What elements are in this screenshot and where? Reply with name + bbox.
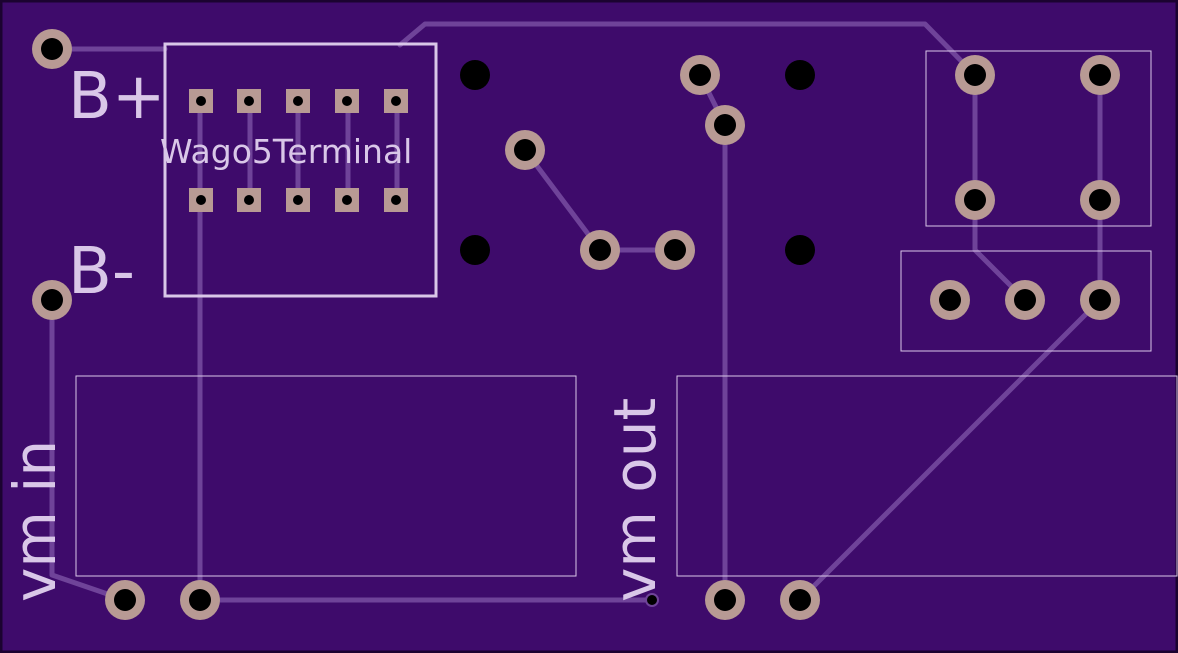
trace (397, 21, 978, 78)
pad (655, 230, 695, 270)
pad (955, 55, 995, 95)
hole (785, 235, 815, 265)
pad (505, 130, 545, 170)
silkscreen-outlines (75, 42, 1178, 577)
wago-connector-outline (163, 42, 438, 298)
pad (705, 105, 745, 145)
pad-b-plus (32, 29, 72, 69)
vm-out-label: vm out (601, 398, 669, 602)
pad (1080, 280, 1120, 320)
pad-b-minus (32, 280, 72, 320)
connector-label: Wago5Terminal (160, 132, 412, 171)
pad (780, 580, 820, 620)
mounting-holes (460, 60, 815, 607)
pad (705, 580, 745, 620)
vm-out-component-outline (676, 375, 1178, 577)
round-pads (32, 29, 1120, 620)
hole (460, 60, 490, 90)
pad (580, 230, 620, 270)
wago-terminal-pads (189, 89, 408, 212)
pad (955, 180, 995, 220)
switch-outline (925, 50, 1152, 227)
trace (972, 72, 1028, 303)
trace (797, 297, 1103, 603)
hole (785, 60, 815, 90)
pad (1005, 280, 1045, 320)
vm-in-label: vm in (1, 440, 69, 602)
via (645, 593, 659, 607)
b-plus-label: B+ (68, 60, 166, 134)
header-outline (900, 250, 1152, 352)
pad (180, 580, 220, 620)
pad (1080, 55, 1120, 95)
pad (680, 55, 720, 95)
hole (460, 235, 490, 265)
pad (930, 280, 970, 320)
trace (49, 297, 128, 603)
pad (1080, 180, 1120, 220)
vm-in-component-outline (75, 375, 577, 577)
pad (105, 580, 145, 620)
b-minus-label: B- (68, 235, 135, 309)
